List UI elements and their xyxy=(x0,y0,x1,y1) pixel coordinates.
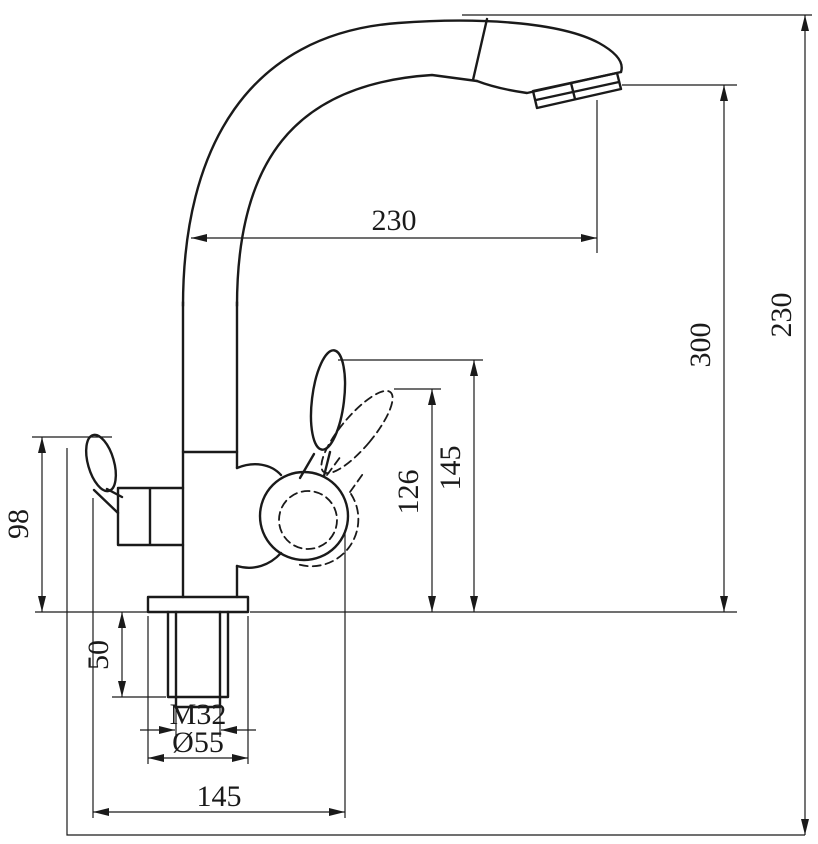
dim-label-spout-reach: 230 xyxy=(372,204,417,237)
dim-label-solid-lever-height: 145 xyxy=(434,446,467,491)
lever-alternate-position xyxy=(278,389,394,568)
dimension-lines xyxy=(32,14,812,836)
ball-joint-dashed-inner xyxy=(278,490,338,550)
dim-label-dashed-lever-height: 126 xyxy=(392,470,425,515)
frame-lines xyxy=(66,448,805,836)
extension-lines xyxy=(32,14,812,836)
dim-label-thread-size: M32 xyxy=(170,698,227,731)
dim-label-outlet-height: 300 xyxy=(684,323,717,368)
faucet-outline xyxy=(84,17,623,709)
spout-outer-curve xyxy=(181,19,623,308)
mixer-lever-dashed-stem xyxy=(326,455,366,493)
aerator-inner-line xyxy=(534,80,621,102)
dim-label-thread-length: 50 xyxy=(82,640,115,670)
spout-head-underside xyxy=(475,70,623,95)
ball-mount-top xyxy=(235,463,283,477)
mixer-lever-dashed xyxy=(320,389,394,475)
base-flange xyxy=(146,595,250,614)
mixer-lever-solid xyxy=(309,349,347,451)
left-handle-stem xyxy=(92,487,124,515)
ball-joint-dashed-arc xyxy=(296,493,360,568)
threaded-stem-inner xyxy=(174,610,222,709)
spout-inner-curve xyxy=(235,73,479,308)
left-handle-block xyxy=(116,486,185,547)
dim-label-overall-height: 230 xyxy=(765,293,798,338)
dim-label-base-diameter: Ø55 xyxy=(172,726,224,759)
dimension-labels: 230 300 230 145 126 98 50 M32 Ø55 145 xyxy=(2,204,798,813)
ball-joint xyxy=(258,470,350,562)
spout-head-joint-line xyxy=(471,17,489,82)
left-handle-lever xyxy=(84,433,118,493)
aerator-outline xyxy=(531,71,623,110)
dim-label-left-handle-height: 98 xyxy=(2,509,35,539)
threaded-stem-outer xyxy=(166,610,230,699)
dim-label-base-span: 145 xyxy=(197,780,242,813)
ball-mount-bottom xyxy=(235,551,283,569)
